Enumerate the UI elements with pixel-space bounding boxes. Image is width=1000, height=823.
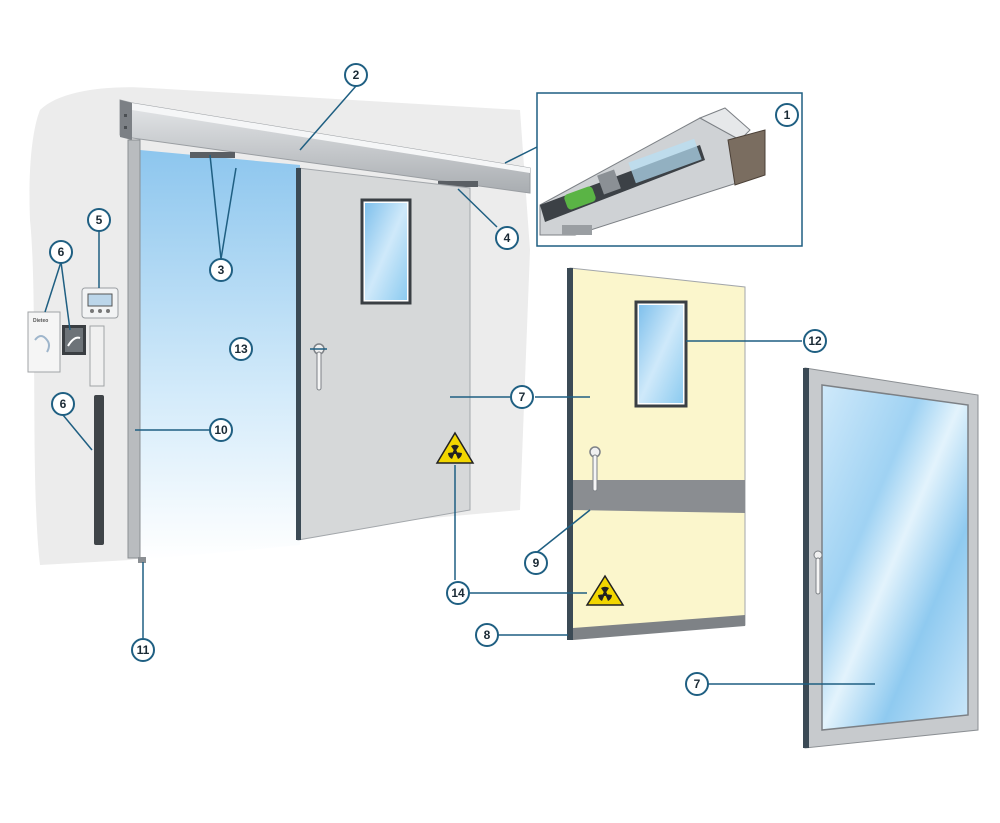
callout-13: 13 [229, 337, 253, 361]
callout-label: 11 [137, 643, 150, 657]
callout-7: 7 [685, 672, 709, 696]
wall-sensor-bar [89, 325, 105, 387]
callout-label: 9 [533, 556, 540, 570]
radiation-warning-icon [435, 431, 475, 464]
callout-circle [524, 551, 548, 575]
callout-label: 8 [484, 628, 491, 642]
callout-circle [510, 385, 534, 409]
callout-5: 5 [87, 208, 111, 232]
callout-label: 10 [214, 423, 228, 437]
callout-label: 4 [504, 231, 511, 245]
callout-circle [87, 208, 111, 232]
callout-circle [209, 258, 233, 282]
carriage-right [438, 181, 478, 187]
callout-circle [49, 240, 73, 264]
callout-label: 1 [784, 108, 791, 122]
callout-circle [775, 103, 799, 127]
callout-circle [446, 581, 470, 605]
door-opening [140, 150, 300, 560]
lead-lined-door [567, 267, 746, 640]
callout-label: 5 [96, 213, 103, 227]
floor-sensor-bar [94, 395, 104, 545]
carriage-left [190, 152, 235, 158]
callout-label: 2 [353, 68, 360, 82]
glazed-door [803, 367, 979, 749]
callout-circle [495, 226, 519, 250]
door-jamb [127, 139, 141, 559]
callout-circle [475, 623, 499, 647]
callout-circle [685, 672, 709, 696]
callout-circle [131, 638, 155, 662]
callout-10: 10 [209, 418, 233, 442]
callout-8: 8 [475, 623, 499, 647]
callout-label: 3 [218, 263, 225, 277]
callout-label: 7 [519, 390, 526, 404]
callout-3: 3 [209, 258, 233, 282]
motor-detail-inset [504, 92, 803, 247]
callout-label: 7 [694, 677, 701, 691]
callout-6: 6 [49, 240, 73, 264]
header-rail [119, 99, 531, 194]
callout-4: 4 [495, 226, 519, 250]
callout-label: 6 [60, 397, 67, 411]
callout-circle [803, 329, 827, 353]
sensor-brand-label: Dieteo [33, 318, 48, 324]
callout-2: 2 [344, 63, 368, 87]
leader-lines [44, 85, 875, 685]
callout-label: 13 [234, 342, 248, 356]
floor-guide [138, 557, 146, 563]
callout-label: 14 [451, 586, 465, 600]
callout-1: 1 [775, 103, 799, 127]
callout-label: 6 [58, 245, 65, 259]
control-panel [81, 287, 119, 319]
sliding-door-grey [296, 167, 471, 541]
callout-circle [229, 337, 253, 361]
callout-12: 12 [803, 329, 827, 353]
callout-11: 11 [131, 638, 155, 662]
callout-circle [51, 392, 75, 416]
callout-9: 9 [524, 551, 548, 575]
radiation-warning-icon [585, 574, 625, 606]
hygienic-switch: Dieteo [27, 311, 61, 373]
callout-7: 7 [510, 385, 534, 409]
callout-circle [344, 63, 368, 87]
callout-14: 14 [446, 581, 470, 605]
callout-6: 6 [51, 392, 75, 416]
touch-sensor [62, 325, 86, 355]
callout-label: 12 [808, 334, 822, 348]
callout-circle [209, 418, 233, 442]
